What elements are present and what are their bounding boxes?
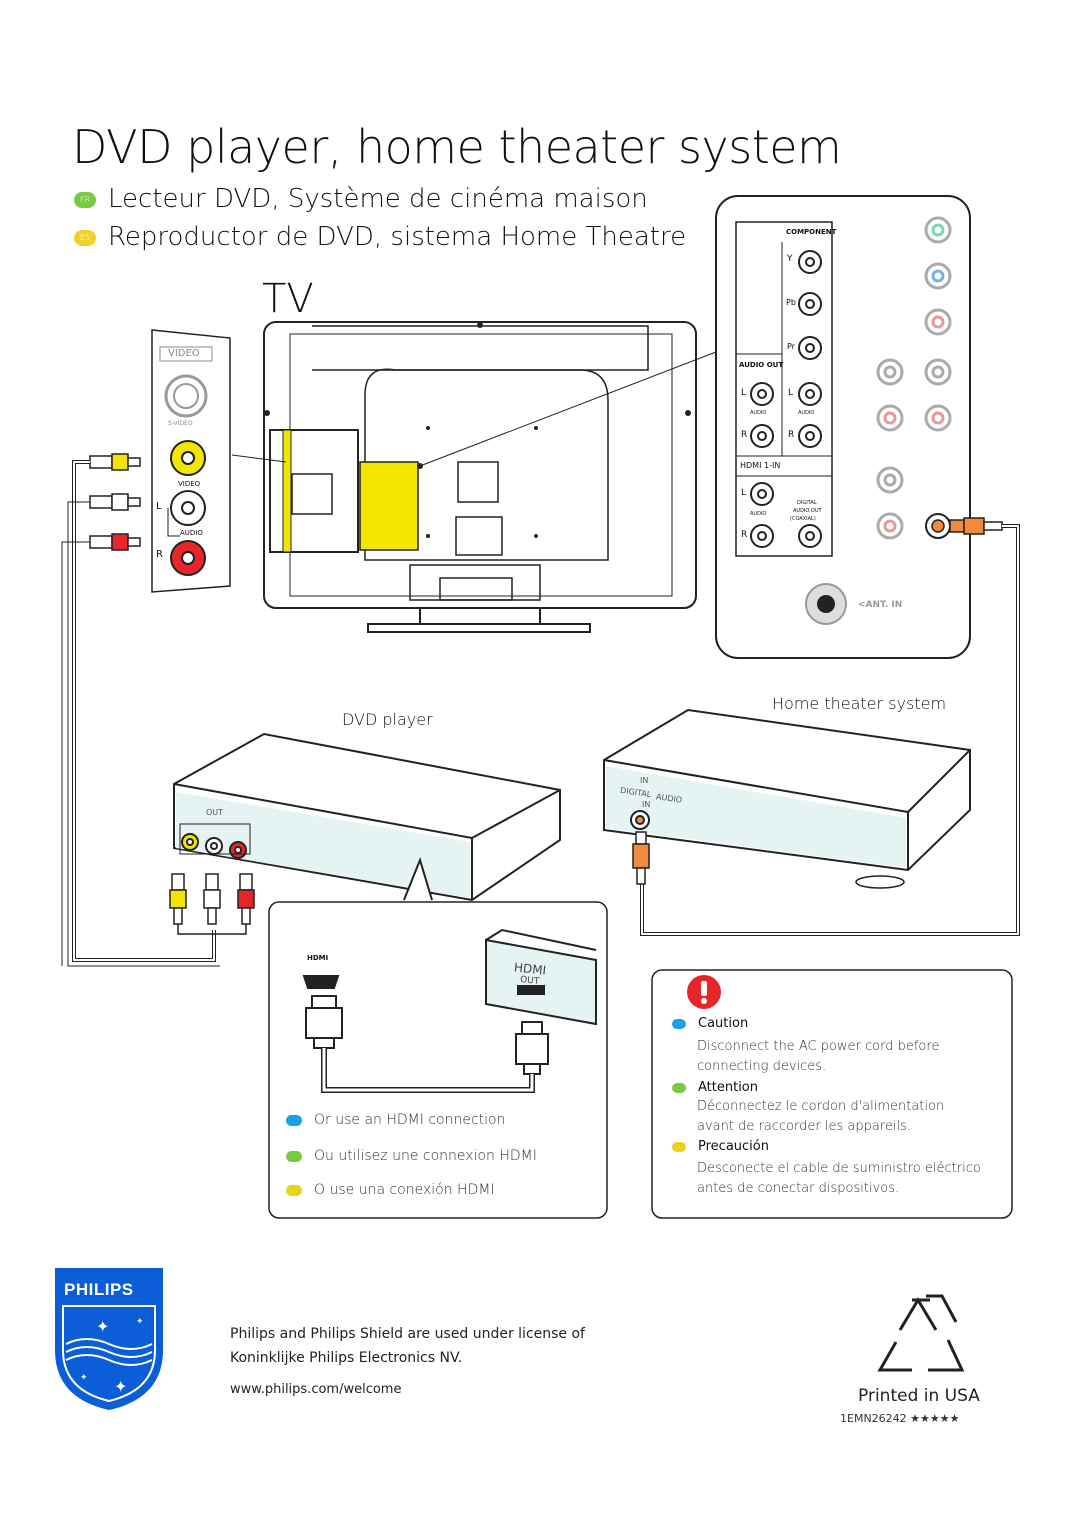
tv-back-illustration	[263, 321, 697, 633]
digital-label: DIGITAL	[797, 500, 817, 506]
component-label: COMPONENT	[786, 228, 837, 236]
document-code: 1EMN26242 ★★★★★	[840, 1412, 960, 1425]
caution-en-line-2: connecting devices.	[697, 1059, 827, 1074]
side-video-label: VIDEO	[178, 480, 201, 488]
composite-plugs-tv	[89, 453, 141, 551]
caution-es-heading-text: Precaución	[698, 1139, 769, 1154]
caution-fr-line-1: Déconnectez le cordon d'alimentation	[697, 1099, 945, 1114]
caution-fr-line-2: avant de raccorder les appareils.	[697, 1119, 912, 1134]
coaxial-label: (COAXIAL)	[790, 516, 816, 522]
subtitle-fr: FR Lecteur DVD, Système de cinéma maison	[74, 184, 648, 214]
fr-badge: FR	[74, 191, 96, 208]
caution-box	[651, 969, 1013, 1219]
caution-en-heading-text: Caution	[698, 1016, 749, 1031]
philips-wordmark: PHILIPS	[64, 1280, 134, 1299]
philips-url[interactable]: www.philips.com/welcome	[230, 1382, 402, 1397]
caution-en-heading: Caution	[672, 1016, 748, 1031]
audio-r2-label: R	[788, 430, 795, 440]
hdmi-cable	[305, 995, 549, 1093]
dvd-player-label: DVD player	[342, 710, 433, 729]
blue-bullet-icon	[672, 1018, 686, 1029]
hdmi-note-es: O use una conexión HDMI	[286, 1182, 495, 1198]
recycle-icon	[877, 1294, 965, 1372]
svg-text:✦: ✦	[80, 1373, 88, 1383]
hdmi-note-es-text: O use una conexión HDMI	[314, 1182, 495, 1198]
hdmi-note-en: Or use an HDMI connection	[286, 1112, 505, 1128]
caution-en-line-1: Disconnect the AC power cord before	[697, 1039, 940, 1054]
coax-plug-ht	[632, 831, 650, 885]
caution-es-heading: Precaución	[672, 1139, 769, 1154]
ant-in-text: ANT. IN	[865, 600, 903, 610]
svg-text:✦: ✦	[96, 1317, 109, 1336]
yellow-bullet-icon	[286, 1184, 302, 1196]
y-label: Y	[787, 254, 793, 264]
hdmi-small-label: HDMI	[307, 954, 329, 962]
hdmi-box	[268, 901, 608, 1219]
green-bullet-icon	[286, 1150, 302, 1162]
audio-out-label: AUDIO OUT	[739, 361, 784, 369]
blue-bullet-icon	[286, 1114, 302, 1126]
printed-in-label: Printed in USA	[858, 1386, 980, 1406]
tv-back-panel	[715, 195, 971, 659]
hdmi-port-illustration	[302, 928, 597, 1026]
caution-fr-heading: Attention	[672, 1080, 758, 1095]
hdmi-out-label: OUT	[519, 975, 540, 987]
page-title: DVD player, home theater system	[72, 120, 842, 174]
coax-plug-tv	[949, 517, 1003, 535]
subtitle-es: ES Reproductor de DVD, sistema Home Theat…	[74, 222, 686, 252]
caution-fr-body: Déconnectez le cordon d'alimentation avan…	[697, 1097, 944, 1137]
audio-label-left: AUDIO	[750, 410, 767, 416]
hdmi-l-label: L	[741, 488, 747, 498]
tv-label: TV	[262, 276, 314, 322]
caution-es-line-1: Desconecte el cable de suministro eléctr…	[697, 1161, 981, 1176]
dvd-player-illustration	[173, 732, 561, 902]
caution-en-body: Disconnect the AC power cord before conne…	[697, 1037, 939, 1077]
yellow-bullet-icon	[672, 1141, 686, 1152]
side-video-header: VIDEO	[168, 348, 200, 359]
ht-in2-label: IN	[642, 800, 651, 809]
subtitle-fr-text: Lecteur DVD, Système de cinéma maison	[108, 184, 648, 214]
audio-l2-label: L	[788, 388, 794, 398]
ant-in-label: <ANT. IN	[858, 600, 903, 610]
hdmi-note-fr: Ou utilisez une connexion HDMI	[286, 1148, 537, 1164]
philips-shield-logo: ✦ ✦ ✦ ✦	[55, 1268, 163, 1410]
composite-plugs-dvd	[169, 873, 255, 925]
es-badge: ES	[74, 229, 96, 246]
exclamation-icon	[687, 975, 721, 1009]
hdmi-note-fr-text: Ou utilisez une connexion HDMI	[314, 1148, 537, 1164]
pb-label: Pb	[786, 298, 796, 307]
callout-line-side	[231, 454, 287, 463]
tv-side-panel	[151, 329, 231, 593]
side-svideo-label: S-VIDEO	[168, 420, 193, 427]
hdmi-note-en-text: Or use an HDMI connection	[314, 1112, 506, 1128]
hdmi-in-label: HDMI 1-IN	[740, 461, 781, 470]
svg-text:✦: ✦	[114, 1377, 127, 1396]
caution-es-line-2: antes de conectar dispositivos.	[697, 1181, 900, 1196]
svg-text:✦: ✦	[136, 1317, 144, 1327]
home-theater-illustration	[603, 708, 971, 889]
subtitle-es-text: Reproductor de DVD, sistema Home Theatre	[108, 222, 687, 252]
caution-es-body: Desconecte el cable de suministro eléctr…	[697, 1159, 981, 1199]
hdmi-audio-label: AUDIO	[750, 511, 767, 517]
hdmi-r-label: R	[741, 530, 748, 540]
side-audio-label: AUDIO	[180, 529, 203, 537]
audio-l-label: L	[741, 388, 747, 398]
license-line-1: Philips and Philips Shield are used unde…	[230, 1326, 585, 1342]
dvd-out-label: OUT	[206, 808, 224, 817]
license-line-2: Koninklijke Philips Electronics NV.	[230, 1350, 463, 1366]
pr-label: Pr	[787, 342, 795, 351]
callout-line-back	[419, 351, 717, 467]
green-bullet-icon	[672, 1082, 686, 1093]
side-r-label: R	[156, 549, 163, 560]
side-l-label: L	[156, 501, 162, 512]
digital-audio-out-label: AUDIO OUT	[793, 508, 822, 514]
caution-fr-heading-text: Attention	[698, 1080, 758, 1095]
tv-detail-dots	[264, 322, 691, 538]
audio-r-label: R	[741, 430, 748, 440]
ht-in-label: IN	[640, 776, 649, 785]
audio-label-right: AUDIO	[798, 410, 815, 416]
home-theater-label: Home theater system	[772, 694, 947, 713]
